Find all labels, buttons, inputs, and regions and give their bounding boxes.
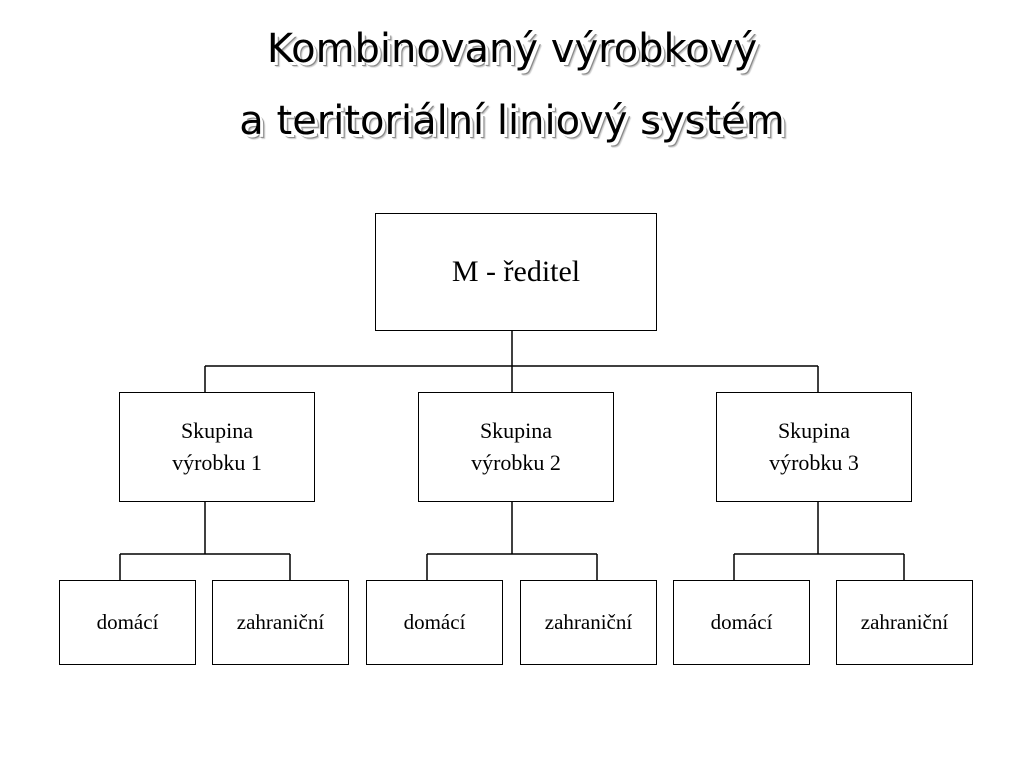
org-node-leaf-label: domácí [403, 610, 466, 634]
org-node-group-1-label-line-2: výrobku 1 [172, 450, 262, 475]
org-node-group-3: Skupina výrobku 3 [716, 392, 912, 502]
org-node-group-1: Skupina výrobku 1 [119, 392, 315, 502]
org-node-root-label: M - ředitel [451, 255, 581, 288]
org-node-leaf-g2-domestic: domácí [366, 580, 503, 665]
org-node-leaf-g1-domestic: domácí [59, 580, 196, 665]
org-node-leaf-g1-foreign: zahraniční [212, 580, 349, 665]
org-node-group-2-label-line-2: výrobku 2 [471, 450, 561, 475]
org-node-leaf-label: domácí [96, 610, 159, 634]
org-node-leaf-g3-domestic: domácí [673, 580, 810, 665]
org-node-leaf-label: zahraniční [544, 610, 633, 634]
org-node-leaf-g3-foreign: zahraniční [836, 580, 973, 665]
org-node-root: M - ředitel [375, 213, 657, 331]
org-node-leaf-g2-foreign: zahraniční [520, 580, 657, 665]
org-node-group-3-label-line-2: výrobku 3 [769, 450, 859, 475]
org-node-group-3-label-line-1: Skupina [777, 418, 851, 443]
org-node-leaf-label: zahraniční [236, 610, 325, 634]
org-node-leaf-label: zahraniční [860, 610, 949, 634]
org-node-group-2: Skupina výrobku 2 [418, 392, 614, 502]
org-node-leaf-label: domácí [710, 610, 773, 634]
org-node-group-1-label-line-1: Skupina [180, 418, 254, 443]
org-node-group-2-label-line-1: Skupina [479, 418, 553, 443]
slide-title-line-1: Kombinovaný výrobkový [266, 26, 758, 72]
slide-title-line-2: a teritoriální liniový systém [239, 98, 785, 144]
